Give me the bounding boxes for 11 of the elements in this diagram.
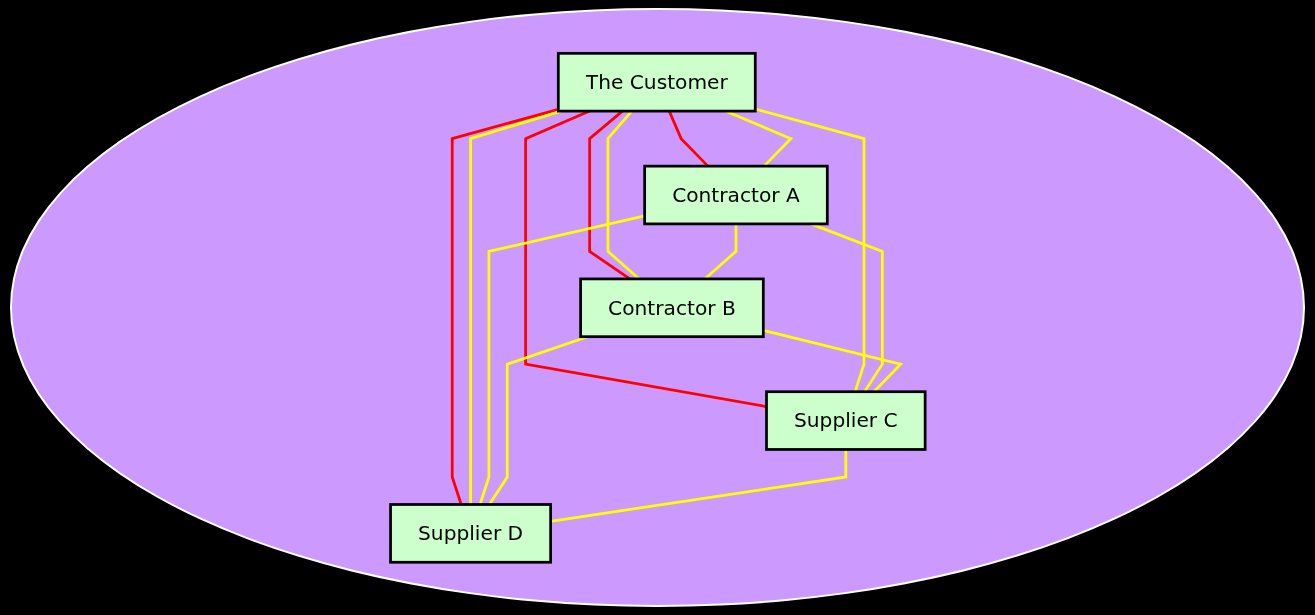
- connector: [487, 335, 588, 505]
- node-box: Supplier C: [764, 390, 927, 451]
- node-box: The Customer: [556, 51, 757, 113]
- connector: [468, 109, 562, 505]
- node-box: Contractor B: [578, 277, 765, 338]
- node-box: Contractor A: [642, 164, 829, 225]
- connector: [754, 107, 865, 392]
- connector: [450, 107, 559, 505]
- connector: [550, 449, 847, 523]
- connector: [478, 214, 645, 505]
- node-box: Supplier D: [388, 502, 552, 564]
